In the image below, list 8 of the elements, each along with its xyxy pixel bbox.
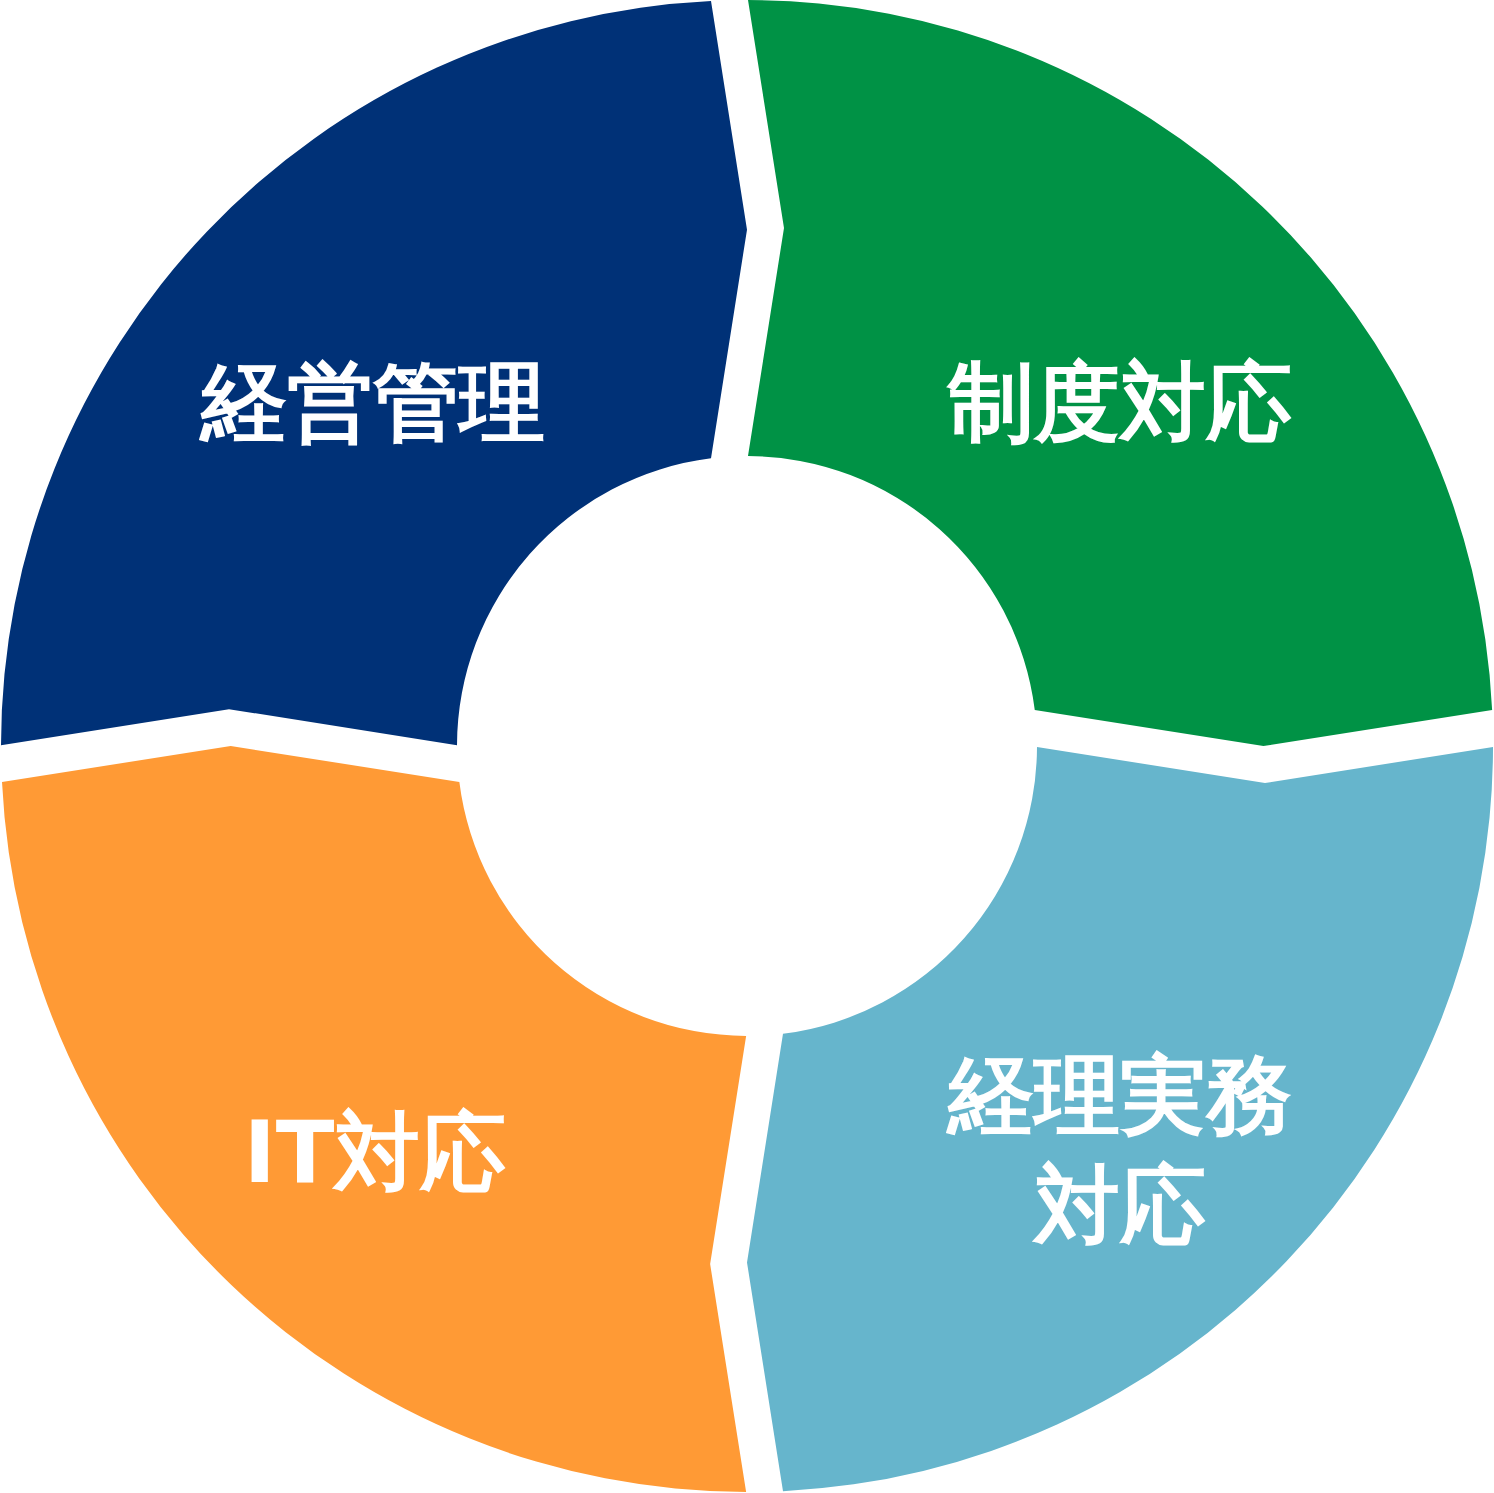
ring-segment (1, 0, 747, 745)
ring-segment (748, 0, 1493, 746)
segment-label: 制度対応 (948, 350, 1292, 454)
segment-label: 経理実務対応 (945, 1043, 1293, 1257)
ring-segment (747, 747, 1493, 1492)
segment-label: IT対応 (243, 1100, 507, 1204)
segment-label: 経営管理 (201, 350, 545, 454)
ring-segment (1, 746, 746, 1492)
